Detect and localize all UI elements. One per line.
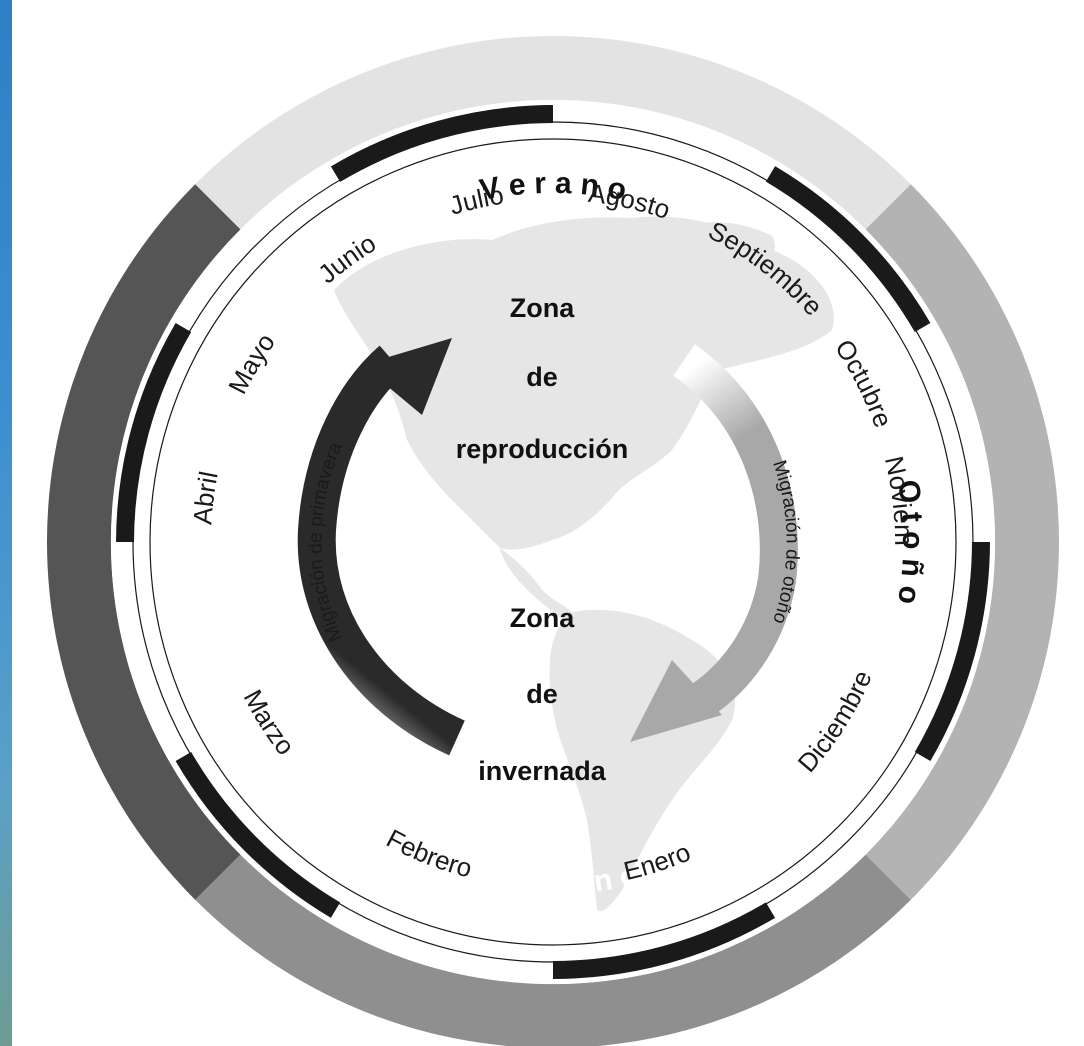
wintering-zone-line1: Zona	[510, 603, 575, 633]
autumn-migration-arrow	[630, 344, 798, 742]
central-america-shape	[500, 548, 572, 620]
season-ring	[46, 35, 1060, 1046]
season-invierno-segment	[195, 854, 911, 1046]
month-bar-enero	[552, 902, 776, 979]
breeding-zone-line2: de	[526, 362, 558, 392]
svg-text:Abril: Abril	[187, 469, 223, 526]
greenland-shape	[667, 222, 775, 282]
wintering-zone-line3: invernada	[478, 756, 607, 786]
season-primavera-segment	[46, 184, 241, 900]
month-band-inner-outline	[149, 138, 957, 946]
month-label-abril: Abril	[187, 469, 223, 526]
month-band	[116, 105, 990, 979]
season-verano-segment	[195, 35, 911, 230]
season-label-otono: O t o ñ o	[891, 478, 929, 607]
month-bar-marzo	[175, 751, 341, 918]
month-bar-noviembre	[914, 541, 990, 762]
month-bar-mayo	[116, 322, 192, 543]
wintering-zone-line2: de	[526, 679, 558, 709]
breeding-zone-line3: reproducción	[456, 434, 629, 464]
north-america-shape	[334, 216, 834, 550]
month-bar-julio	[330, 105, 554, 182]
diagram-frame: V e r a n o O t o ñ o I n v i e r n o P …	[12, 0, 1084, 1046]
svg-text:O t o ñ o: O t o ñ o	[891, 478, 929, 607]
spring-migration-arrow	[297, 338, 466, 756]
migration-cycle-diagram: V e r a n o O t o ñ o I n v i e r n o P …	[12, 0, 1060, 1046]
season-otono-segment	[865, 184, 1060, 900]
breeding-zone-line1: Zona	[510, 293, 575, 323]
month-bar-septiembre	[765, 166, 931, 333]
